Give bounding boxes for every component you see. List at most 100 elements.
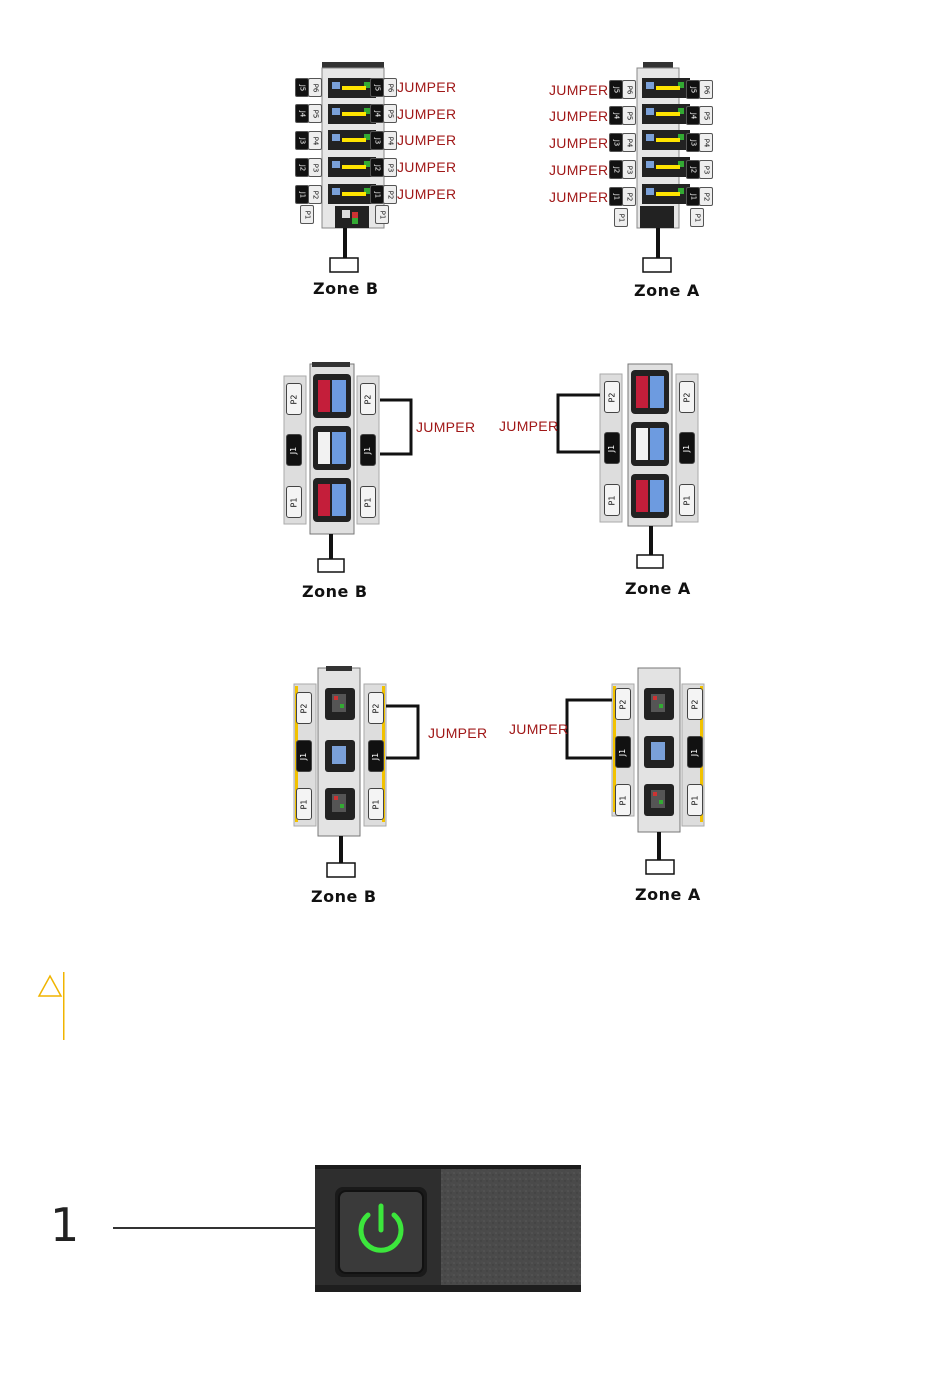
tag-j1: J1 — [360, 434, 376, 466]
tag-j1: J1 — [615, 736, 631, 768]
tag-p1: P1 — [360, 486, 376, 518]
tag-p1: P1 — [690, 208, 704, 227]
tag-j1: J1 — [609, 187, 623, 206]
tag-p2: P2 — [615, 688, 631, 720]
tag-p5: P5 — [383, 104, 397, 123]
tag-p6: P6 — [383, 78, 397, 97]
jumper-label: JUMPER — [397, 106, 457, 122]
jumper-label: JUMPER — [549, 162, 609, 178]
tag-j4: J4 — [609, 106, 623, 125]
tag-p4: P4 — [383, 131, 397, 150]
tag-j3: J3 — [686, 133, 700, 152]
jumper-label: JUMPER — [499, 418, 559, 434]
outlet-module — [328, 78, 376, 98]
tag-j1: J1 — [286, 434, 302, 466]
tag-p2: P2 — [296, 692, 312, 724]
tag-j1: J1 — [296, 740, 312, 772]
power-icon[interactable] — [358, 1203, 404, 1253]
outlet-module — [642, 157, 690, 177]
tag-p3: P3 — [308, 158, 322, 177]
outlet-module — [328, 130, 376, 150]
jumper-label: JUMPER — [549, 135, 609, 151]
tag-j2: J2 — [609, 160, 623, 179]
tag-p3: P3 — [699, 160, 713, 179]
tag-p2: P2 — [308, 185, 322, 204]
pdu-zone-a — [636, 62, 690, 273]
outlet-module — [631, 422, 669, 466]
tag-j1: J1 — [679, 432, 695, 464]
tag-p1: P1 — [679, 484, 695, 516]
tag-j1: J1 — [687, 736, 703, 768]
tag-p1: P1 — [300, 205, 314, 224]
outlet-module — [642, 184, 690, 204]
outlet-module — [644, 784, 674, 816]
pdu-diagram-3-slot — [283, 362, 699, 573]
callout-number: 1 — [50, 1198, 80, 1252]
tag-j2: J2 — [370, 158, 384, 177]
tag-j1: J1 — [295, 185, 309, 204]
zone-b-label: Zone B — [302, 582, 368, 601]
tag-p6: P6 — [699, 80, 713, 99]
tag-p6: P6 — [622, 80, 636, 99]
tag-p2: P2 — [699, 187, 713, 206]
pdu-diagram-3-slot-yellow — [293, 666, 705, 878]
tag-p2: P2 — [687, 688, 703, 720]
outlet-module — [313, 374, 351, 418]
tag-p2: P2 — [360, 383, 376, 415]
jumper-label: JUMPER — [549, 189, 609, 205]
outlet-module — [325, 740, 355, 772]
tag-p1: P1 — [368, 788, 384, 820]
zone-a-label: Zone A — [634, 281, 700, 300]
tag-j5: J5 — [686, 80, 700, 99]
tag-p2: P2 — [286, 383, 302, 415]
tag-j4: J4 — [295, 104, 309, 123]
tag-j3: J3 — [295, 131, 309, 150]
tag-j1: J1 — [686, 187, 700, 206]
zone-a-label: Zone A — [625, 579, 691, 598]
tag-p4: P4 — [308, 131, 322, 150]
jumper-label: JUMPER — [549, 82, 609, 98]
tag-p1: P1 — [286, 486, 302, 518]
tag-j5: J5 — [295, 78, 309, 97]
outlet-module — [631, 370, 669, 414]
outlet-module — [325, 788, 355, 820]
jumper-label: JUMPER — [397, 159, 457, 175]
outlet-module — [642, 130, 690, 150]
tag-p3: P3 — [383, 158, 397, 177]
tag-p2: P2 — [622, 187, 636, 206]
jumper-label: JUMPER — [428, 725, 488, 741]
jumper-label: JUMPER — [549, 108, 609, 124]
tag-p2: P2 — [383, 185, 397, 204]
jumper-label: JUMPER — [509, 721, 569, 737]
outlet-module — [644, 688, 674, 720]
tag-j2: J2 — [686, 160, 700, 179]
tag-p5: P5 — [622, 106, 636, 125]
outlet-module — [642, 78, 690, 98]
outlet-module — [644, 736, 674, 768]
tag-p2: P2 — [368, 692, 384, 724]
zone-b-label: Zone B — [313, 279, 379, 298]
outlet-module — [328, 184, 376, 204]
tag-p1: P1 — [296, 788, 312, 820]
tag-j1: J1 — [604, 432, 620, 464]
zone-b-label: Zone B — [311, 887, 377, 906]
tag-p5: P5 — [699, 106, 713, 125]
tag-p1: P1 — [375, 205, 389, 224]
tag-p3: P3 — [622, 160, 636, 179]
tag-p6: P6 — [308, 78, 322, 97]
tag-p5: P5 — [308, 104, 322, 123]
pdu-diagram-5-slot — [321, 62, 690, 273]
outlet-module — [325, 688, 355, 720]
tag-p1: P1 — [615, 784, 631, 816]
tag-j5: J5 — [370, 78, 384, 97]
outlet-module — [313, 426, 351, 470]
tag-p1: P1 — [687, 784, 703, 816]
tag-j2: J2 — [295, 158, 309, 177]
tag-j3: J3 — [609, 133, 623, 152]
outlet-module — [313, 478, 351, 522]
tag-p1: P1 — [614, 208, 628, 227]
tag-j3: J3 — [370, 131, 384, 150]
tag-j1: J1 — [370, 185, 384, 204]
tag-j4: J4 — [686, 106, 700, 125]
outlet-module — [328, 157, 376, 177]
